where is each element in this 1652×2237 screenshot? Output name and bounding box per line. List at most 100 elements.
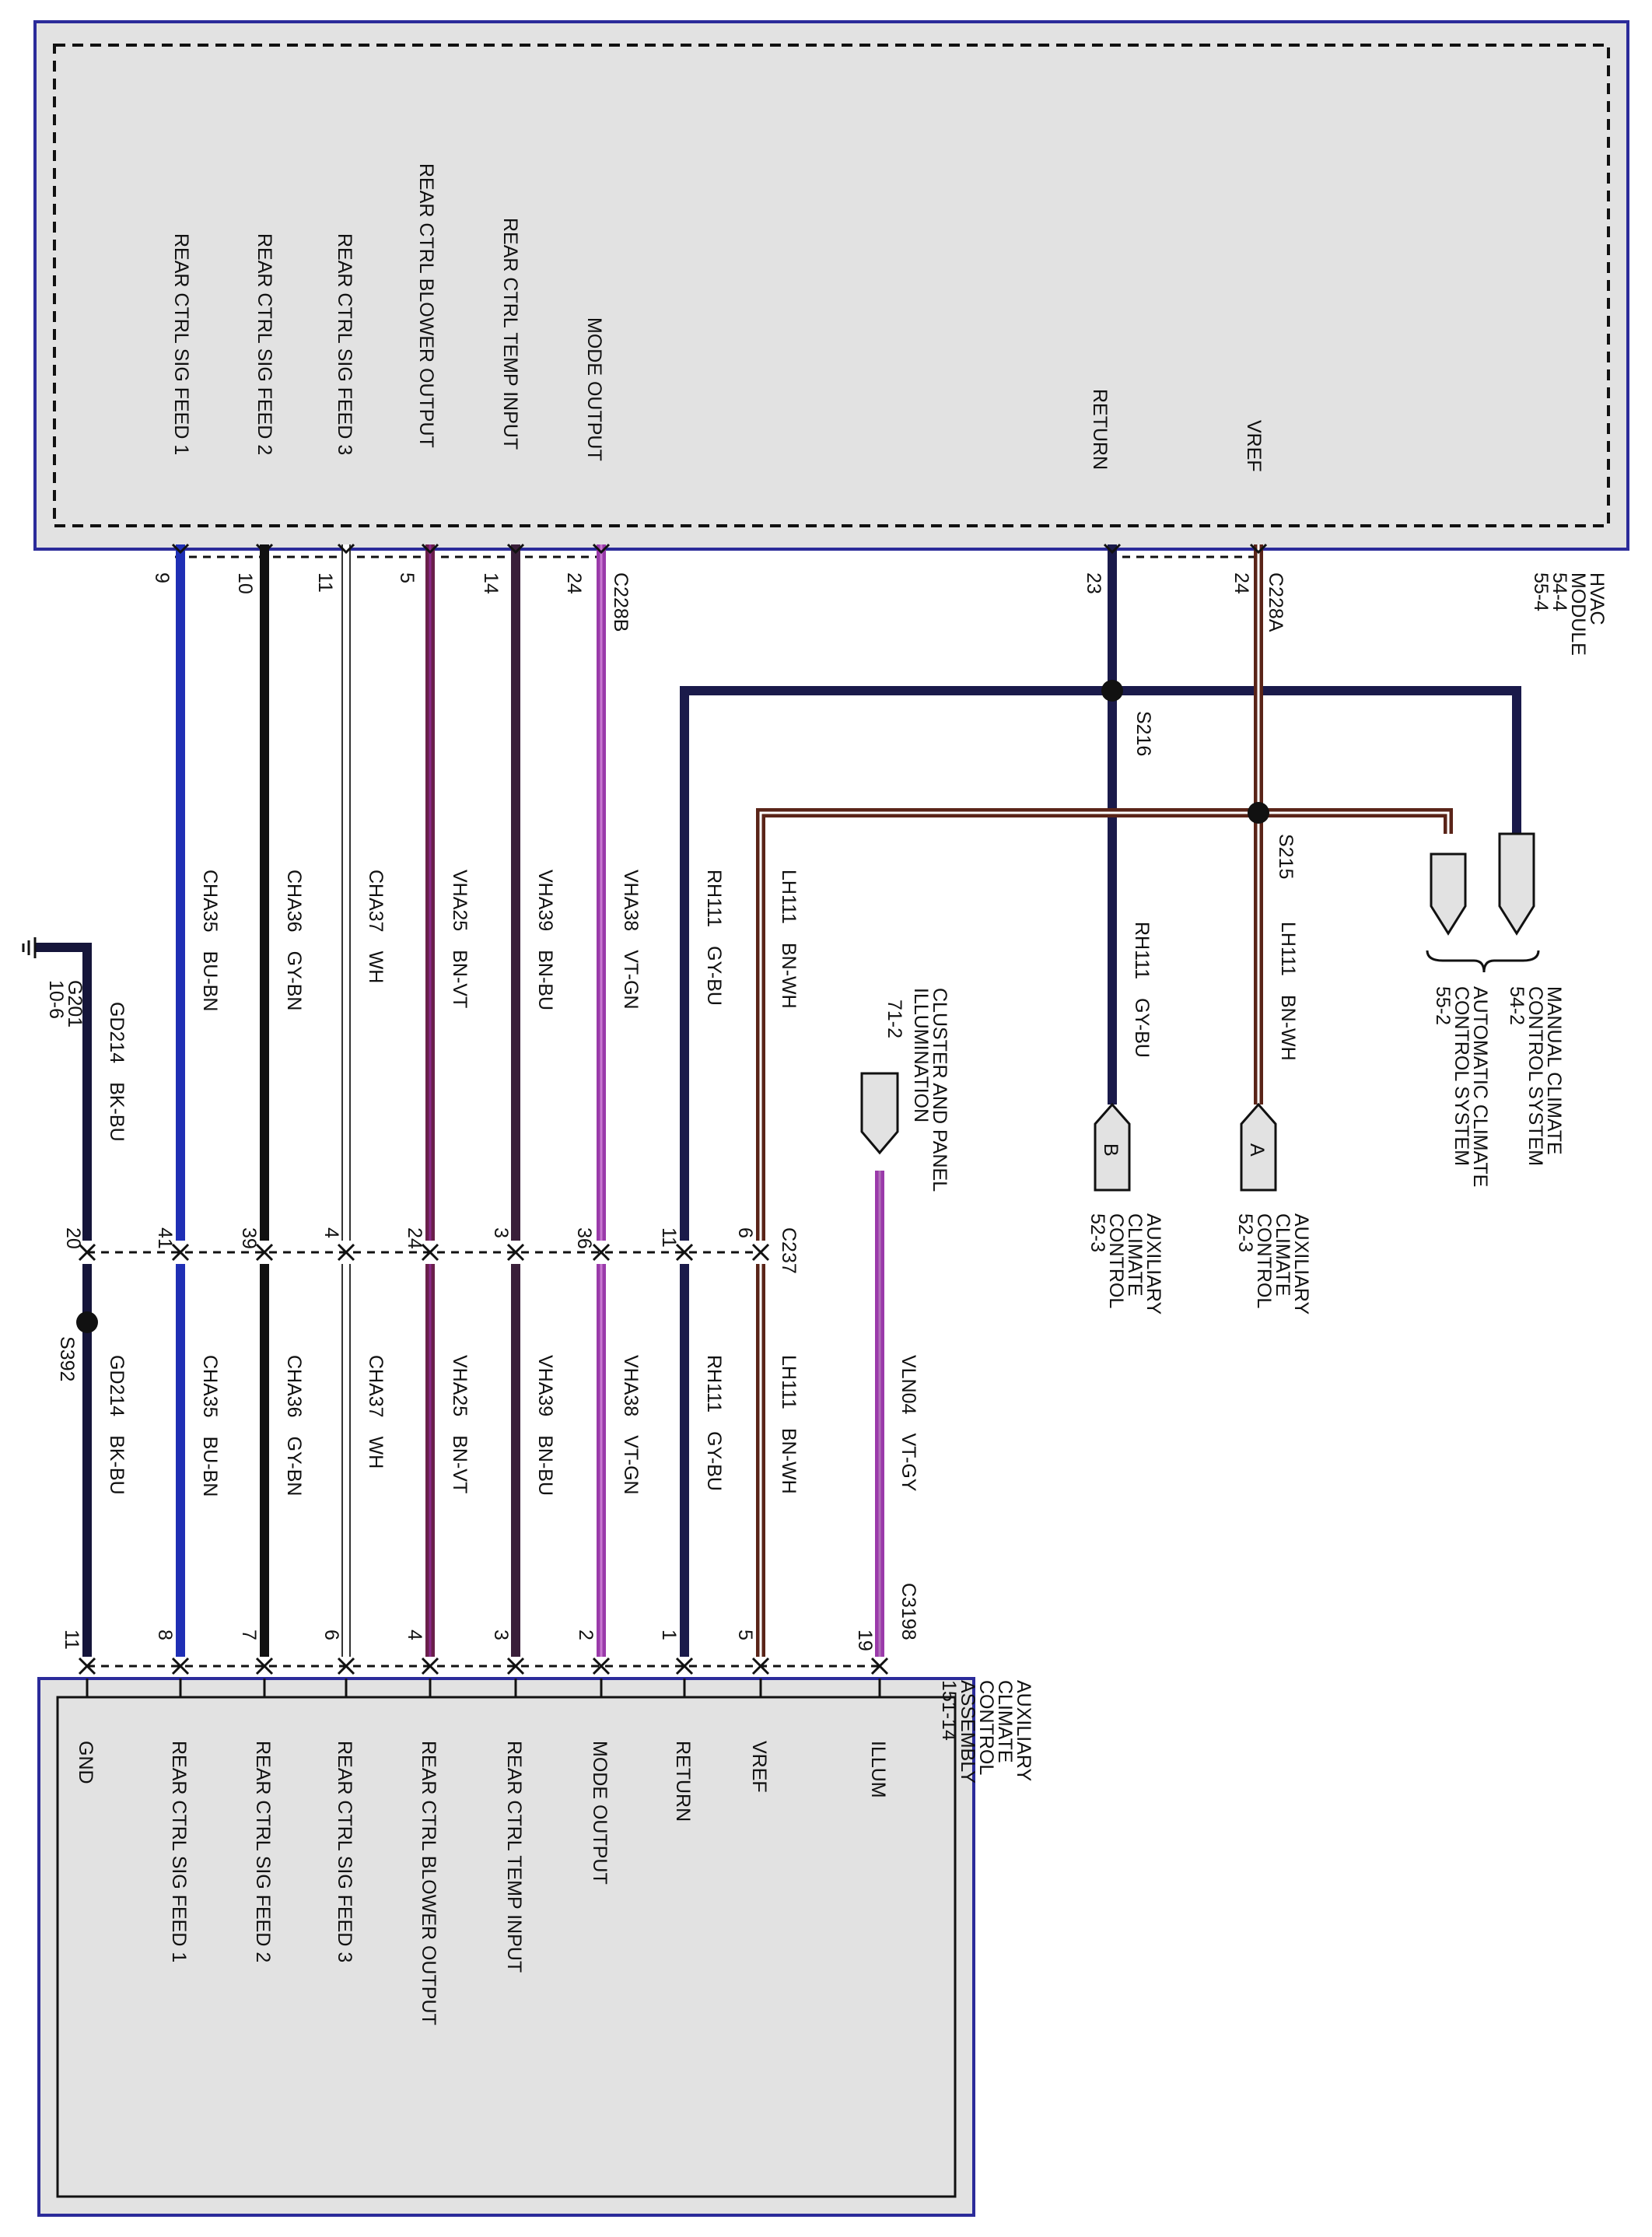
- aux-control-b-label: AUXILIARY CLIMATE CONTROL 52-3: [1087, 1213, 1164, 1315]
- hvac-pin-number-sig1: 9: [151, 572, 173, 583]
- aux-assembly-name-2: CLIMATE: [994, 1680, 1016, 1763]
- aux-control-a-letter: A: [1246, 1143, 1268, 1157]
- aux-pin-label-illum: ILLUM: [867, 1741, 889, 1798]
- hvac-pin-label-sig3: REAR CTRL SIG FEED 3: [334, 233, 355, 455]
- aux-pin-label-blower: REAR CTRL BLOWER OUTPUT: [418, 1741, 439, 2025]
- illumination-connector-icon: [860, 1072, 899, 1155]
- splice-s216-dot: [1101, 680, 1123, 702]
- aux-assembly-body: [37, 1677, 975, 2217]
- aux-pin-label-sig3: REAR CTRL SIG FEED 3: [334, 1741, 355, 1962]
- aux-pin-label-vref: VREF: [748, 1741, 770, 1793]
- c237-pin-return: 11: [658, 1227, 680, 1248]
- aux-assembly-ref: 151-14: [938, 1680, 960, 1741]
- aux-assembly-name-1: AUXILIARY: [1013, 1680, 1034, 1781]
- hvac-pin-label-return: RETURN: [1089, 389, 1111, 470]
- upper-label-mode: VHA38VT-GN: [620, 870, 642, 1010]
- aux-assembly-module: [37, 1677, 975, 2217]
- aux-control-a-label: AUXILIARY CLIMATE CONTROL 52-3: [1234, 1213, 1312, 1315]
- c237-pin-vref: 6: [734, 1227, 756, 1238]
- hvac-connector-c228b-label: C228B: [610, 572, 632, 632]
- hvac-connector-c228a-label: C228A: [1265, 572, 1286, 632]
- hvac-pin-number-sig2: 10: [234, 572, 256, 594]
- hvac-pin-label-sig1: REAR CTRL SIG FEED 1: [170, 233, 192, 455]
- lower-label-return: RH111GY-BU: [703, 1355, 725, 1491]
- aux-control-b-name-2: CLIMATE: [1124, 1213, 1146, 1297]
- lower-label-temp: VHA39BN-BU: [534, 1355, 556, 1496]
- c237-terminal-marks: [78, 1243, 770, 1262]
- aux-pin-number-sig3: 6: [320, 1630, 342, 1640]
- aux-assembly-inner-boundary: [56, 1696, 957, 2198]
- upper-label-sig3: CHA37WH: [365, 870, 387, 983]
- lower-label-vref: LH111BN-WH: [778, 1355, 800, 1494]
- aux-pin-number-blower: 4: [404, 1630, 425, 1640]
- ground-symbol-icon: [22, 937, 37, 958]
- connector-c237-label: C237: [778, 1227, 800, 1274]
- lower-label-sig2: CHA36GY-BN: [283, 1355, 305, 1496]
- hvac-module-ref-1: 54-4: [1549, 572, 1570, 611]
- illumination-name-1: CLUSTER AND PANEL: [929, 988, 950, 1192]
- illumination-label: CLUSTER AND PANEL ILLUMINATION: [910, 988, 950, 1192]
- aux-pin-number-sig1: 8: [154, 1630, 176, 1640]
- upper-label-blower: VHA25BN-VT: [449, 870, 471, 1008]
- c237-pin-temp: 3: [490, 1227, 512, 1238]
- aux-pin-label-gnd: GND: [75, 1741, 96, 1784]
- upper-label-temp: VHA39BN-BU: [534, 870, 556, 1010]
- aux-pin-label-sig1: REAR CTRL SIG FEED 1: [168, 1741, 190, 1962]
- manual-system-name-2: CONTROL SYSTEM: [1524, 986, 1546, 1166]
- upper-label-sig2: CHA36GY-BN: [283, 870, 305, 1010]
- aux-pin-label-sig2: REAR CTRL SIG FEED 2: [252, 1741, 274, 1962]
- automatic-system-connector-icon: [1430, 852, 1467, 936]
- hvac-module-ref-2: 55-4: [1530, 572, 1552, 611]
- aux-control-b-name-3: CONTROL: [1105, 1213, 1127, 1308]
- aux-assembly-name-4: ASSEMBLY: [957, 1680, 978, 1784]
- c237-pin-sig3: 4: [320, 1227, 342, 1238]
- hvac-module-name-line-2: MODULE: [1567, 572, 1589, 656]
- hvac-pin-label-sig2: REAR CTRL SIG FEED 2: [254, 233, 275, 455]
- aux-connector-c3198-label: C3198: [898, 1583, 919, 1640]
- aux-pin-number-mode: 2: [575, 1630, 597, 1640]
- hvac-pin-number-sig3: 11: [314, 572, 336, 593]
- aux-pin-number-gnd: 11: [61, 1630, 82, 1650]
- hvac-module: [33, 20, 1629, 551]
- ground-name: G201: [64, 980, 86, 1027]
- splice-s216-label: S216: [1132, 711, 1154, 756]
- aux-assembly-name-3: CONTROL: [975, 1680, 997, 1775]
- hvac-pin-number-return: 23: [1083, 572, 1104, 594]
- aux-pin-numbers: 11 8 7 6 4 3 2 1 5 19: [61, 1630, 876, 1651]
- illumination-ref: 71-2: [884, 999, 905, 1038]
- hvac-module-title: HVAC MODULE 54-4 55-4: [1530, 572, 1608, 656]
- aux-control-a-name-1: AUXILIARY: [1290, 1213, 1312, 1315]
- upper-label-gnd: GD214BK-BU: [106, 1002, 128, 1142]
- lower-label-sig1: CHA35BU-BN: [199, 1355, 221, 1497]
- upper-wire-labels: CHA35BU-BN CHA36GY-BN CHA37WH VHA25BN-VT…: [106, 870, 1299, 1142]
- automatic-system-name-2: CONTROL SYSTEM: [1451, 986, 1472, 1166]
- manual-system-ref: 54-2: [1506, 986, 1528, 1025]
- system-bracket-icon: [1426, 950, 1540, 973]
- hvac-pin-number-blower: 5: [396, 572, 418, 583]
- aux-pin-label-mode: MODE OUTPUT: [589, 1741, 611, 1885]
- aux-pin-label-return: RETURN: [672, 1741, 694, 1822]
- wire-return-bus: [680, 686, 1521, 1241]
- hvac-pin-label-temp: REAR CTRL TEMP INPUT: [499, 218, 521, 450]
- aux-assembly-title: AUXILIARY CLIMATE CONTROL ASSEMBLY 151-1…: [938, 1680, 1034, 1784]
- hvac-pin-label-blower: REAR CTRL BLOWER OUTPUT: [415, 163, 437, 448]
- aux-control-a-name-3: CONTROL: [1253, 1213, 1275, 1308]
- hvac-pin-number-temp: 14: [480, 572, 502, 594]
- aux-pin-label-temp: REAR CTRL TEMP INPUT: [503, 1741, 525, 1973]
- manual-system-connector-icon: [1498, 832, 1535, 936]
- lower-label-gnd: GD214BK-BU: [106, 1355, 128, 1495]
- splice-s215-dot: [1248, 802, 1269, 824]
- hvac-pin-number-vref: 24: [1230, 572, 1252, 594]
- wire-gnd-upper: [35, 943, 92, 1241]
- splice-s215-label: S215: [1275, 834, 1297, 879]
- hvac-pin-numbers: 9 10 11 5 14 24 23 24: [151, 572, 1252, 594]
- lower-label-blower: VHA25BN-VT: [449, 1355, 471, 1493]
- aux-pin-labels: GND REAR CTRL SIG FEED 1 REAR CTRL SIG F…: [75, 1741, 889, 2025]
- label-return-branch: RH111GY-BU: [1131, 922, 1153, 1058]
- aux-pin-number-illum: 19: [854, 1630, 876, 1651]
- hvac-pin-label-mode: MODE OUTPUT: [583, 317, 605, 461]
- aux-control-a-connector-icon: [1240, 1102, 1277, 1192]
- aux-control-a-ref: 52-3: [1234, 1213, 1256, 1252]
- splice-s392-label: S392: [56, 1336, 78, 1381]
- illumination-name-2: ILLUMINATION: [910, 988, 932, 1122]
